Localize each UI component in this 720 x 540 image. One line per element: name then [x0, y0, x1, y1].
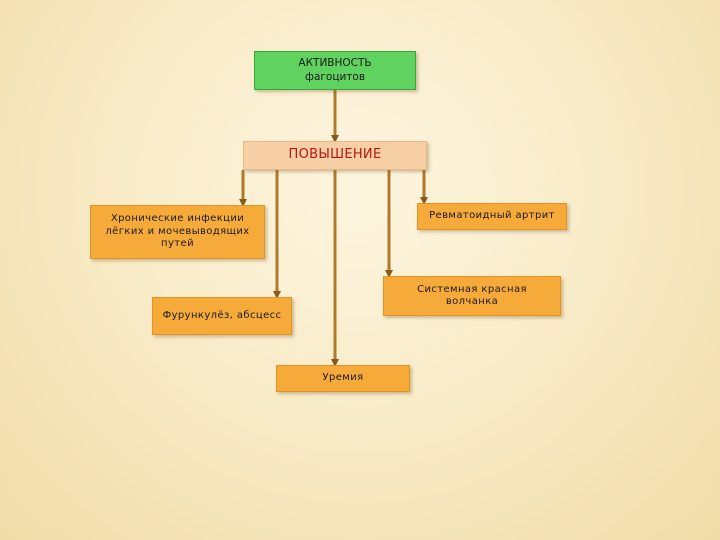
- node-increase: ПОВЫШЕНИЕ: [243, 141, 427, 170]
- node-rheumatoid-arthritis-label: Ревматоидный артрит: [429, 210, 555, 222]
- node-phagocyte-activity-subtitle: фагоцитов: [304, 70, 366, 83]
- node-chronic-infections-label: Хронические инфекции лёгких и мочевыводя…: [105, 213, 250, 250]
- node-rheumatoid-arthritis: Ревматоидный артрит: [417, 203, 567, 230]
- node-chronic-infections: Хронические инфекции лёгких и мочевыводя…: [90, 205, 265, 259]
- node-phagocyte-activity: АКТИВНОСТЬ фагоцитов: [254, 51, 416, 90]
- node-phagocyte-activity-title: АКТИВНОСТЬ: [298, 57, 372, 70]
- node-increase-label: ПОВЫШЕНИЕ: [288, 147, 382, 163]
- node-systemic-lupus-label: Системная красная волчанка: [417, 283, 527, 308]
- node-furunculosis: Фурункулёз, абсцесс: [152, 297, 292, 335]
- node-furunculosis-label: Фурункулёз, абсцесс: [162, 309, 282, 321]
- node-uremia: Уремия: [276, 365, 410, 392]
- node-uremia-label: Уремия: [322, 372, 364, 384]
- node-systemic-lupus: Системная красная волчанка: [383, 276, 561, 316]
